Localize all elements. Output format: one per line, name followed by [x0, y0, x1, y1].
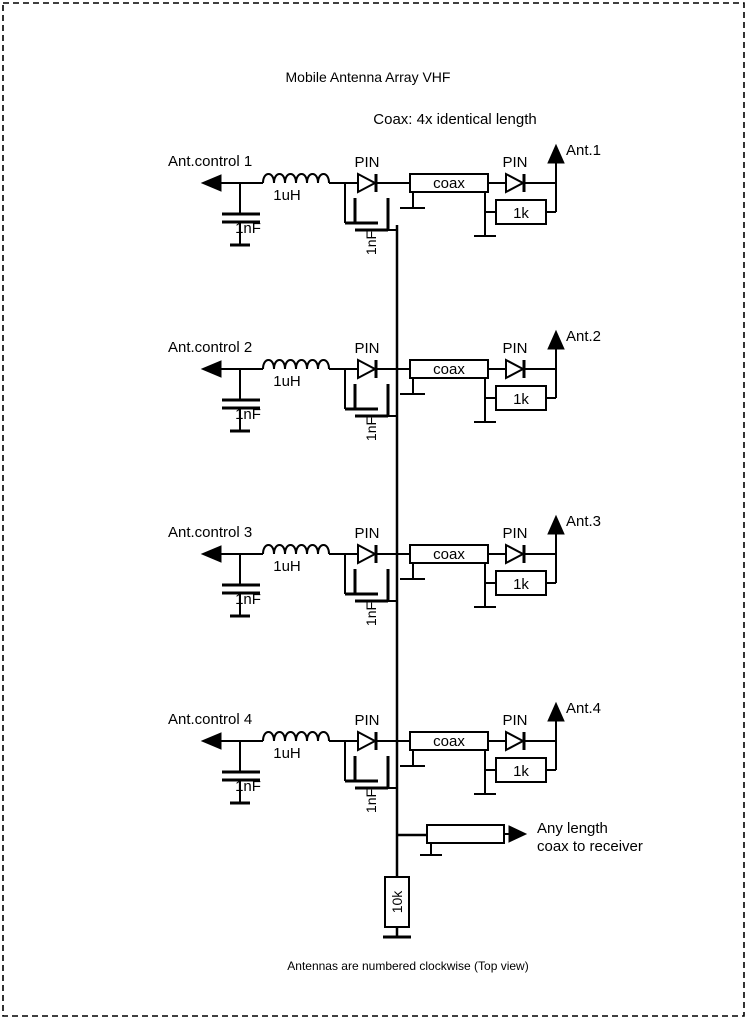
pin-right-label: PIN [502, 340, 527, 357]
antenna-label: Ant.4 [566, 700, 601, 717]
resistor-label: 1k [513, 205, 529, 222]
output-label-line2: coax to receiver [537, 838, 643, 855]
antenna-arrow [547, 329, 565, 350]
control-arrow [200, 545, 222, 563]
series-cap-label: 1nF [363, 602, 379, 626]
pin-left-label: PIN [354, 525, 379, 542]
resistor-label: 1k [513, 576, 529, 593]
inductor-label: 1uH [273, 558, 301, 575]
branch-4: Ant.control 4 1nF 1uH PIN 1nF coax PIN 1k Ant.4 [168, 700, 601, 813]
control-arrow [200, 360, 222, 378]
inductor-coil [262, 731, 330, 742]
antenna-label: Ant.3 [566, 513, 601, 530]
pin-left-label: PIN [354, 712, 379, 729]
footer-note: Antennas are numbered clockwise (Top vie… [287, 959, 528, 973]
pin-diode-left [357, 730, 378, 752]
shunt-cap-label: 1nF [235, 778, 261, 795]
inductor-coil [262, 173, 330, 184]
series-cap-label: 1nF [363, 789, 379, 813]
control-arrow [200, 174, 222, 192]
coax-label: coax [433, 361, 465, 378]
control-label: Ant.control 4 [168, 711, 252, 728]
shunt-cap-label: 1nF [235, 591, 261, 608]
resistor-1k [495, 570, 547, 596]
resistor-label: 1k [513, 391, 529, 408]
resistor-1k [495, 757, 547, 783]
pin-diode-right [505, 730, 526, 752]
output-coax: Any length coax to receiver [397, 820, 643, 856]
pin-diode-right [505, 358, 526, 380]
coax-label: coax [433, 733, 465, 750]
control-label: Ant.control 2 [168, 339, 252, 356]
inductor-label: 1uH [273, 745, 301, 762]
coax-label: coax [433, 175, 465, 192]
control-arrow [200, 732, 222, 750]
antenna-arrow [547, 514, 565, 535]
pin-diode-right [505, 543, 526, 565]
shunt-cap-label: 1nF [235, 220, 261, 237]
inductor-label: 1uH [273, 373, 301, 390]
branch-2: Ant.control 2 1nF 1uH PIN 1nF coax PIN 1k Ant.2 [168, 328, 601, 441]
bias-resistor-10k: 10k [383, 876, 411, 939]
output-label-line1: Any length [537, 820, 608, 837]
resistor-label: 1k [513, 763, 529, 780]
control-label: Ant.control 1 [168, 153, 252, 170]
inductor-coil [262, 544, 330, 555]
bias-resistor-label: 10k [389, 890, 405, 914]
coax-note: Coax: 4x identical length [373, 111, 536, 128]
series-cap-label: 1nF [363, 417, 379, 441]
branch-3: Ant.control 3 1nF 1uH PIN 1nF coax PIN 1k Ant.3 [168, 513, 601, 626]
pin-right-label: PIN [502, 154, 527, 171]
antenna-label: Ant.1 [566, 142, 601, 159]
pin-diode-left [357, 358, 378, 380]
branches-group: Ant.control 11nF1uHPIN1nFcoaxPIN1kAnt.1A… [168, 142, 601, 813]
diagram-title: Mobile Antenna Array VHF [286, 69, 451, 85]
control-label: Ant.control 3 [168, 524, 252, 541]
inductor-label: 1uH [273, 187, 301, 204]
branch-1: Ant.control 1 1nF 1uH PIN 1nF coax PIN 1k Ant.1 [168, 142, 601, 255]
pin-diode-right [505, 172, 526, 194]
series-cap-label: 1nF [363, 231, 379, 255]
inductor-coil [262, 359, 330, 370]
resistor-1k [495, 385, 547, 411]
coax-label: coax [433, 546, 465, 563]
pin-left-label: PIN [354, 340, 379, 357]
pin-diode-left [357, 172, 378, 194]
pin-right-label: PIN [502, 525, 527, 542]
pin-left-label: PIN [354, 154, 379, 171]
antenna-arrow [547, 701, 565, 722]
shunt-cap-label: 1nF [235, 406, 261, 423]
antenna-arrow [547, 143, 565, 164]
pin-diode-left [357, 543, 378, 565]
antenna-label: Ant.2 [566, 328, 601, 345]
pin-right-label: PIN [502, 712, 527, 729]
